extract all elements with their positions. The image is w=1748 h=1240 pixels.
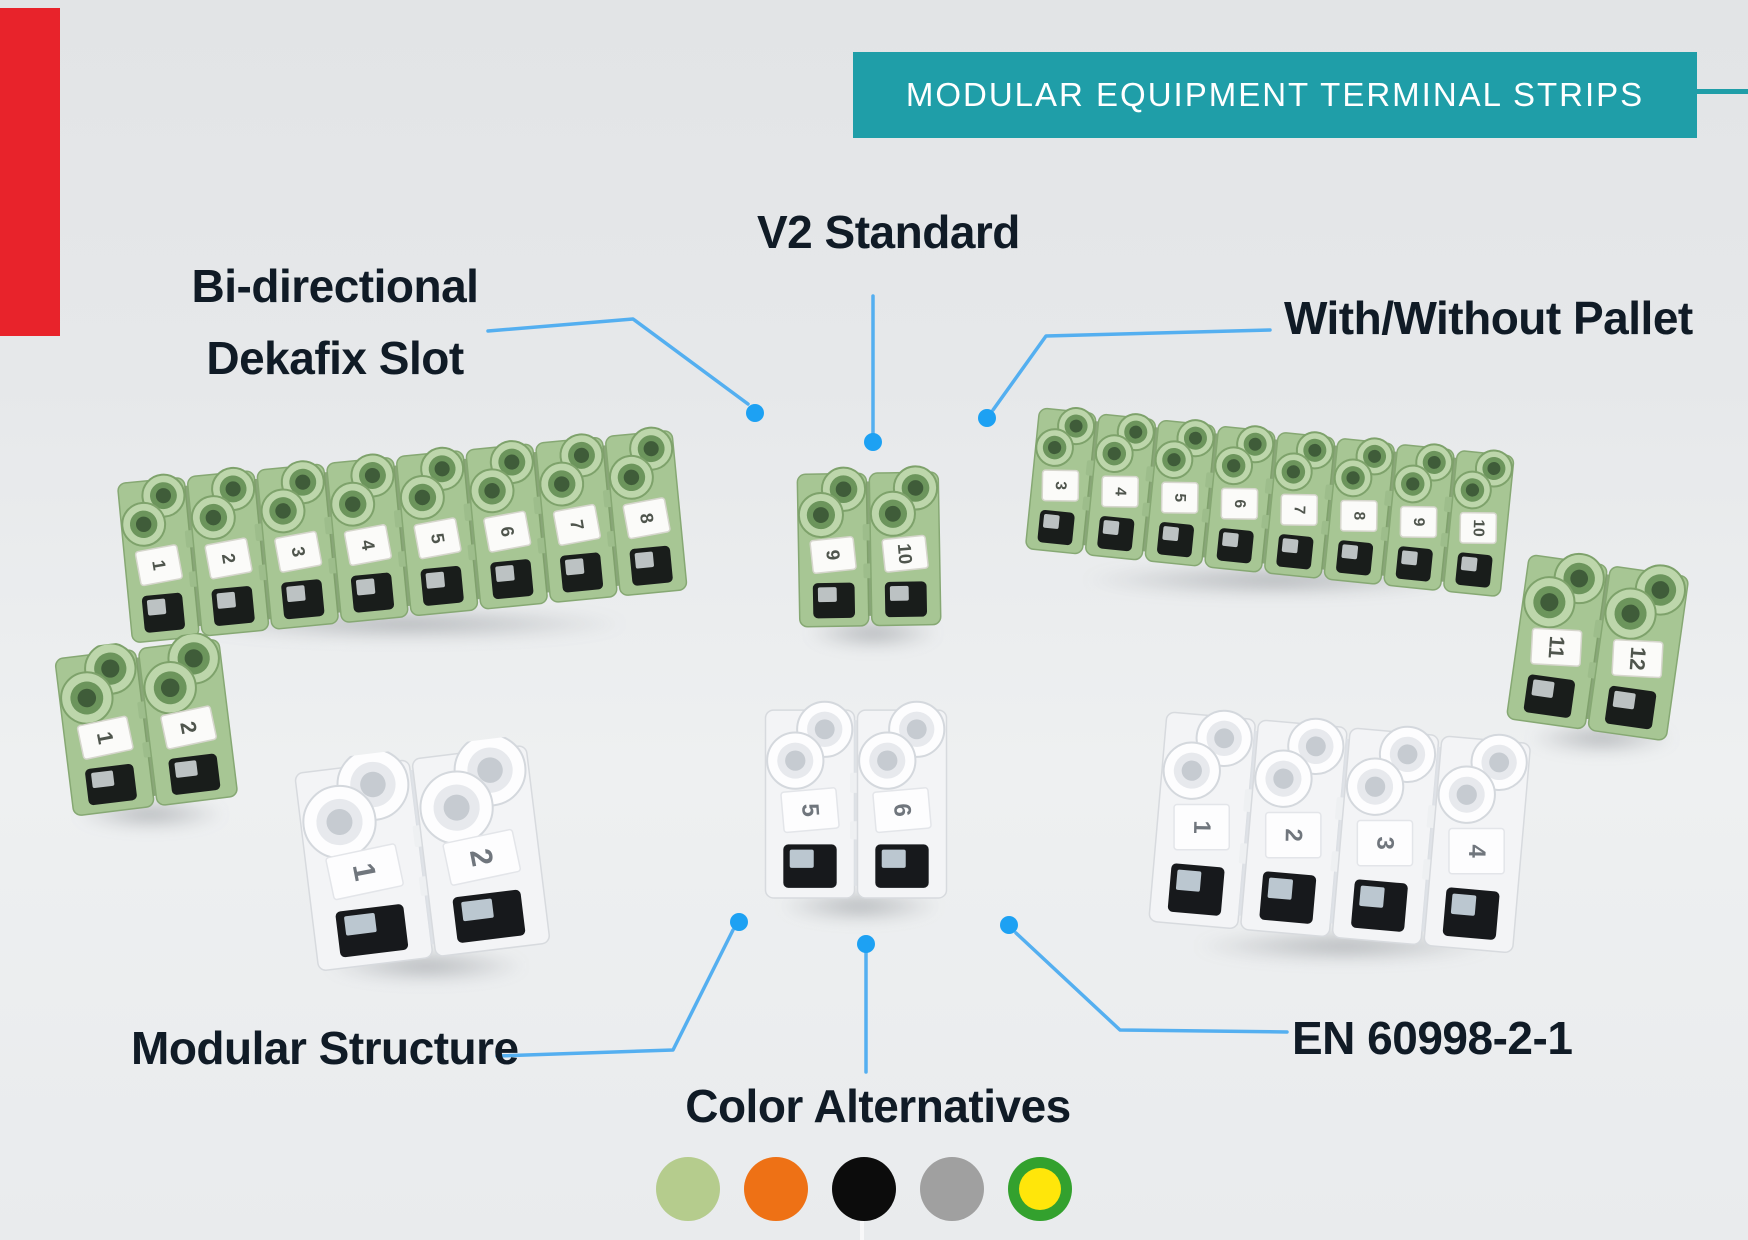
svg-text:1: 1 (346, 860, 384, 883)
swatch-orange (744, 1157, 808, 1221)
swatch-green-yellow (1008, 1157, 1072, 1221)
feature-label-modular-structure: Modular Structure (131, 1022, 519, 1074)
feature-label-bidirectional-line1: Bi-directional (191, 260, 479, 312)
terminal-strip-2pole-far-left: 12 (54, 632, 238, 816)
svg-text:4: 4 (1111, 487, 1128, 497)
svg-text:5: 5 (796, 803, 824, 818)
feature-label-bidirectional-line2: Dekafix Slot (206, 332, 464, 384)
terminal-strip-2pole-center: 9 10 (796, 465, 942, 628)
banner: MODULAR EQUIPMENT TERMINAL STRIPS (853, 52, 1697, 138)
terminal-block-2pole-white-left: 12 (294, 733, 550, 971)
svg-text:5: 5 (427, 532, 448, 545)
terminal-strip-2pole-right: 11 12 (1506, 552, 1689, 741)
svg-text:2: 2 (218, 552, 239, 565)
swatch-inner-dot (1019, 1168, 1061, 1210)
svg-text:4: 4 (1463, 844, 1490, 858)
feature-label-color-alternatives: Color Alternatives (685, 1080, 1071, 1132)
svg-text:6: 6 (1231, 499, 1248, 509)
svg-text:6: 6 (497, 525, 518, 538)
svg-text:4: 4 (357, 538, 379, 552)
svg-text:3: 3 (288, 545, 309, 558)
svg-text:8: 8 (636, 512, 657, 525)
svg-text:7: 7 (566, 518, 587, 531)
svg-text:2: 2 (175, 719, 202, 736)
swatch-black (832, 1157, 896, 1221)
swatch-grey (920, 1157, 984, 1221)
feature-label-bidirectional: Bi-directional Dekafix Slot (135, 250, 535, 394)
svg-text:5: 5 (1171, 493, 1188, 503)
terminal-block-4pole-white-right: 1 2 3 4 (1148, 709, 1531, 954)
svg-text:2: 2 (463, 846, 501, 869)
swatch-light-green (656, 1157, 720, 1221)
svg-text:3: 3 (1371, 836, 1398, 850)
feature-label-en-standard: EN 60998-2-1 (1292, 1012, 1573, 1064)
feature-label-pallet: With/Without Pallet (1284, 292, 1693, 344)
svg-text:12: 12 (1625, 646, 1651, 671)
svg-text:10: 10 (1469, 519, 1487, 537)
svg-text:6: 6 (888, 803, 916, 818)
terminal-strip-8pole-right: 3 4 5 6 7 8 9 10 (1025, 407, 1515, 597)
svg-text:8: 8 (1350, 511, 1367, 521)
svg-text:10: 10 (894, 542, 917, 565)
svg-text:7: 7 (1291, 505, 1308, 514)
terminal-strip-8pole-left: 1 2 3 4 5 6 7 8 (117, 426, 688, 643)
svg-text:11: 11 (1544, 635, 1570, 659)
svg-text:1: 1 (1188, 820, 1215, 834)
guide-tick (860, 1216, 864, 1240)
svg-text:1: 1 (92, 729, 119, 746)
svg-text:1: 1 (148, 559, 169, 572)
svg-text:9: 9 (1410, 517, 1427, 527)
banner-tail-line (1697, 89, 1748, 94)
svg-text:2: 2 (1280, 828, 1307, 842)
svg-text:3: 3 (1052, 481, 1069, 491)
left-accent-bar (0, 8, 60, 336)
banner-title: MODULAR EQUIPMENT TERMINAL STRIPS (905, 76, 1645, 113)
svg-text:9: 9 (822, 549, 844, 561)
feature-label-v2-standard: V2 Standard (757, 206, 1020, 258)
